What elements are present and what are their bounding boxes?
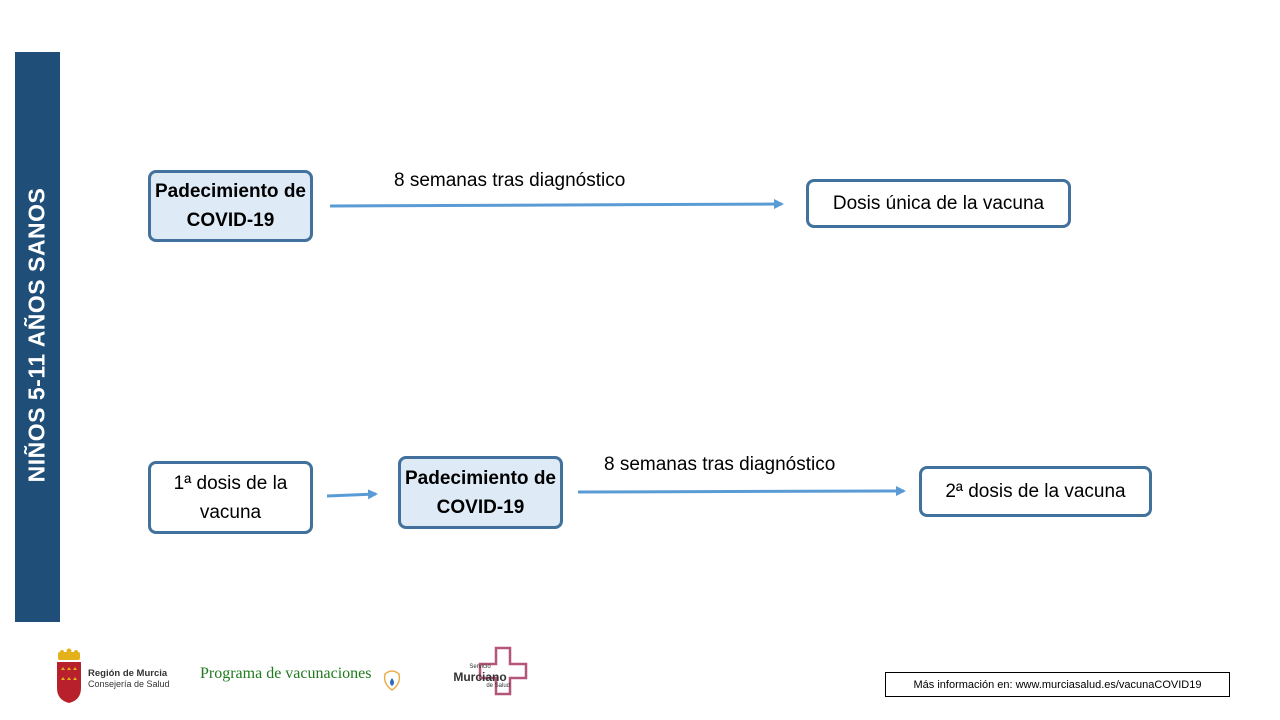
sms-main: Murciano [453, 670, 507, 684]
more-info-link[interactable]: Más información en: www.murciasalud.es/v… [913, 678, 1202, 691]
more-info-box: Más información en: www.murciasalud.es/v… [885, 672, 1230, 697]
row2-arrow-short [326, 489, 378, 500]
programa-text: Programa de vacunaciones [200, 665, 372, 682]
row1-arrow-label: 8 semanas tras diagnóstico [394, 170, 626, 191]
row1-covid-label: Padecimiento de COVID-19 [155, 181, 306, 231]
region-murcia-crest-icon [57, 648, 81, 703]
sms-top: Servicio [469, 664, 491, 670]
row2-first-dose-box: 1ª dosis de la vacuna [148, 461, 313, 534]
row2-arrow-long [577, 486, 906, 497]
region-name: Región de Murcia [88, 668, 168, 679]
row1-arrow [329, 199, 784, 210]
vaccine-drop-icon [383, 670, 401, 691]
servicio-murciano-salud-cross-icon [478, 646, 528, 696]
row2-arrow-label: 8 semanas tras diagnóstico [604, 454, 836, 475]
region-dept: Consejería de Salud [88, 679, 170, 689]
row2-first-dose-label: 1ª dosis de la vacuna [173, 472, 288, 523]
row1-single-dose-box: Dosis única de la vacuna [806, 179, 1071, 228]
servicio-murciano-salud-text: Servicio Murciano de Salud [450, 664, 510, 690]
row1-single-dose-label: Dosis única de la vacuna [832, 193, 1045, 214]
row1-covid-box: Padecimiento de COVID-19 [148, 170, 313, 242]
row2-covid-label: Padecimiento de COVID-19 [405, 467, 556, 518]
sms-bottom: de Salud [486, 683, 510, 689]
programa-vacunaciones-logo: Programa de vacunaciones [200, 665, 371, 683]
row2-second-dose-box: 2ª dosis de la vacuna [919, 466, 1152, 517]
row2-covid-box: Padecimiento de COVID-19 [398, 456, 563, 529]
sidebar-band [15, 52, 60, 622]
region-murcia-text: Región de Murcia Consejería de Salud [88, 668, 170, 690]
row2-second-dose-label: 2ª dosis de la vacuna [945, 481, 1126, 502]
